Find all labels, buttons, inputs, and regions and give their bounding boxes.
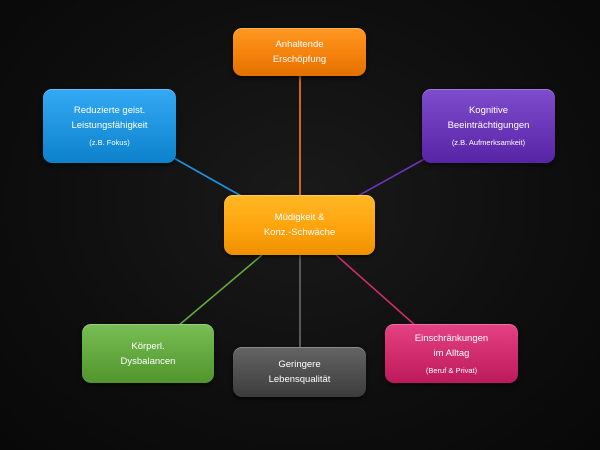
node-label-line-1: Kognitive — [468, 105, 509, 116]
node-label-line-1: Reduzierte geist. — [73, 105, 146, 116]
node-sublabel: (z.B. Fokus) — [89, 138, 130, 147]
node-label-line-1: Einschränkungen — [414, 332, 489, 344]
node-koerperl-dysbalancen: Körperl. Dysbalancen — [82, 324, 214, 383]
node-label-line-1: Müdigkeit & — [274, 212, 325, 223]
connector-bottom-left — [177, 254, 263, 327]
node-label-line-2: Leistungsfähigkeit — [71, 120, 148, 131]
node-label-line-1: Körperl. — [131, 340, 165, 352]
node-label-line-1: Geringere — [278, 359, 321, 370]
node-label-line-1: Anhaltende — [275, 39, 324, 50]
node-anhaltende-erschoepfung: Anhaltende Erschöpfung — [233, 28, 366, 76]
node-einschraenkungen-alltag: Einschränkungen im Alltag (Beruf & Priva… — [385, 324, 518, 383]
node-label-line-2: im Alltag — [433, 347, 470, 359]
node-label-line-2: Erschöpfung — [272, 54, 327, 65]
node-sublabel: (Beruf & Privat) — [425, 365, 478, 375]
node-reduzierte-leistungsfaehigkeit: Reduzierte geist. Leistungsfähigkeit (z.… — [43, 89, 176, 163]
node-label-line-2: Dysbalancen — [120, 355, 176, 367]
node-kognitive-beeintraechtigungen: Kognitive Beeinträchtigungen (z.B. Aufme… — [422, 89, 555, 163]
node-center-muedigkeit: Müdigkeit & Konz.-Schwäche — [224, 195, 375, 255]
node-label-line-2: Lebensqualität — [268, 374, 331, 385]
connector-top-right — [355, 156, 429, 198]
node-geringere-lebensqualitaet: Geringere Lebensqualität — [233, 347, 366, 397]
connector-top-left — [171, 156, 244, 198]
connector-bottom-right — [335, 254, 417, 327]
node-sublabel: (z.B. Aufmerksamkeit) — [451, 138, 526, 147]
node-label-line-2: Beeinträchtigungen — [447, 120, 530, 131]
node-label-line-2: Konz.-Schwäche — [263, 227, 336, 238]
